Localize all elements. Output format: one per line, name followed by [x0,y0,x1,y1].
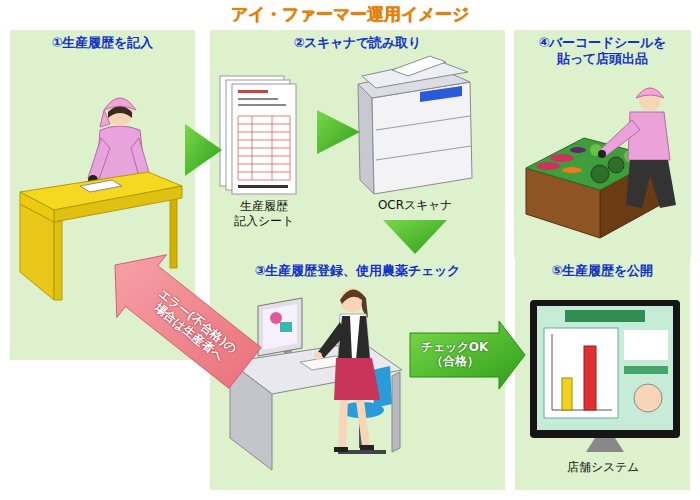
operator-leg [338,400,348,448]
title-holder: アイ・ファーマー運用イメージ [0,3,700,26]
operator-shoe [334,447,348,452]
figure-box: OCRスキャナ [350,50,480,218]
pumpkin [608,157,624,173]
panel-ground [210,30,505,258]
figure-box: 店舗システム [522,290,683,480]
operator-hand [314,352,322,360]
monitor-display [537,306,673,430]
operator-skirt [334,358,380,400]
record-sheets [220,76,296,194]
flow-arrow [185,124,222,176]
flow-arrow [317,110,360,154]
seller-glove [598,150,606,158]
producer-photo [634,384,662,412]
block-arrow [410,321,525,389]
block-arrow [115,255,261,389]
monitor-frame [258,298,302,356]
sheet-line [238,98,278,100]
operator-shoe [360,445,374,450]
arrow-label: エラー(不合格)の 場合は生産者へ [138,279,248,375]
scanner-panel [420,86,462,102]
desk-leg [170,196,177,268]
sheet-header [238,90,268,93]
operator-leg [356,400,370,446]
panel-ground [515,258,690,490]
arrow-label-holder: エラー(不合格)の 場合は生産者へ [138,279,249,375]
step-panel: ④バーコードシールを 貼って店頭出品 [514,30,691,258]
operator-at-computer [230,288,402,470]
carrot [562,167,582,173]
seller-arm [600,120,640,156]
sweet-potato [550,154,574,162]
step-panel: ③生産履歴登録、使用農薬チェック [210,258,505,490]
pumpkin [591,165,609,183]
arrow-label: チェックOK （合格） [417,340,492,369]
step-panel: ②スキャナで読み取り生産履歴 記入シート OCRスキャナ [210,30,505,258]
operator-arm [318,322,346,358]
step-heading: ②スキャナで読み取り [293,35,421,51]
arrow-label-holder: チェックOK （合格） [417,340,492,369]
farmer-hair [108,106,132,118]
step-heading: ④バーコードシールを 貼って店頭出品 [518,35,687,68]
step-heading: ③生産履歴登録、使用農薬チェック [254,263,460,279]
flow-arrow [383,220,447,254]
scanner-feeder [392,56,446,76]
chart-bar [562,378,572,410]
chart-bar [584,346,596,410]
figure-caption: OCRスキャナ [378,198,452,213]
sheet-grid [238,116,290,180]
desk-leg [54,221,62,300]
monitor-bezel [530,300,680,438]
sheet [232,84,296,194]
store-monitor [530,300,680,452]
monitor-base [586,438,624,452]
cap-flap [100,110,110,127]
chart-axis [552,334,612,410]
seller-body [628,112,670,160]
panel-ground [514,30,691,258]
seller-pants [626,160,676,208]
scanner-front [372,82,472,194]
display-header [565,310,645,322]
figure-caption: 店舗システム [567,460,639,475]
info-panel [624,330,668,360]
chart-area [544,328,618,418]
monitor-screen [263,304,297,350]
desk-front [54,186,182,222]
eggplant [570,147,586,153]
diagram-title: アイ・ファーマー運用イメージ [231,4,469,24]
sheet-line [238,185,288,188]
record-book [80,180,122,192]
operator-vest [356,316,370,360]
desk-side [20,192,54,222]
display-button [624,366,668,374]
figure-box: 生産履歴 記入シート [215,74,313,234]
step-heading: ⑤生産履歴を公開 [551,263,653,279]
step-heading: ①生産履歴を記入 [51,35,153,51]
vegetable-stand [526,88,676,238]
scanner-drawer [376,116,471,160]
farmer-cap [104,98,136,110]
screen-shape [280,322,292,332]
step-panel: ⑤生産履歴を公開店舗システム [515,258,690,490]
sheet-line [238,104,286,106]
ocr-scanner [358,56,472,194]
sweet-potato [536,162,560,170]
office-desk-leg [392,372,400,452]
figure-caption: 生産履歴 記入シート [219,199,309,229]
seller-cap [636,88,664,98]
